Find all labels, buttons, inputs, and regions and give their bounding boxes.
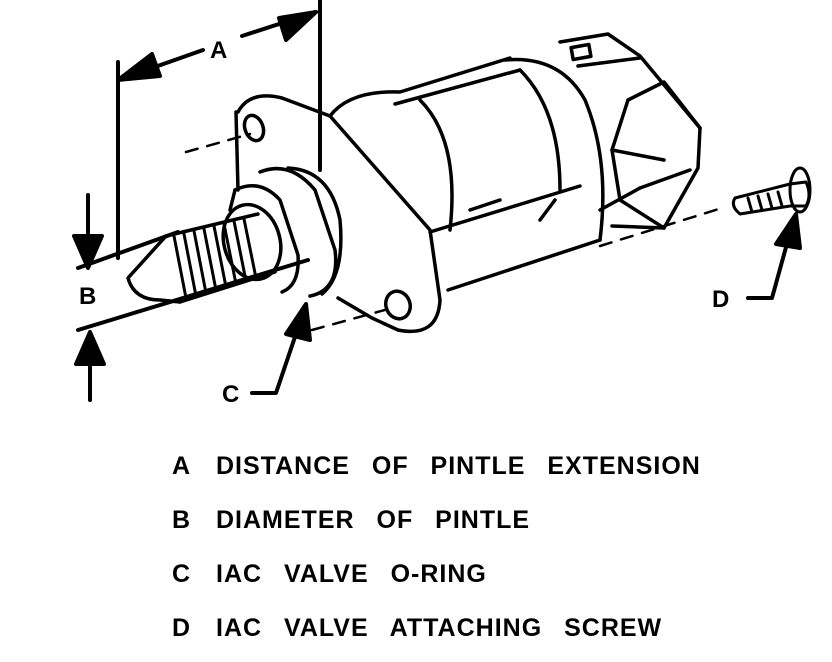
leader-d [746,212,802,300]
dimension-b [72,193,310,402]
callout-a: A [210,37,227,64]
legend-text: IAC VALVE O-RING [216,560,487,588]
pintle-spring [172,217,258,300]
legend-item-b: B DIAMETER OF PINTLE [172,500,812,554]
legend-item-d: D IAC VALVE ATTACHING SCREW [172,608,812,662]
center-lines [184,132,724,332]
legend-letter: A [172,452,192,480]
iac-valve-diagram: A B C D [72,0,812,408]
legend-text: DIAMETER OF PINTLE [216,506,531,534]
legend-text: IAC VALVE ATTACHING SCREW [216,614,663,642]
callout-d: D [712,286,729,313]
legend: A DISTANCE OF PINTLE EXTENSION B DIAMETER … [172,446,812,662]
callout-b: B [79,283,96,310]
legend-item-c: C IAC VALVE O-RING [172,554,812,608]
legend-letter: D [172,614,192,642]
leader-c [250,302,312,395]
attaching-screw [731,166,812,216]
iac-valve-body [126,32,702,334]
dimension-a [116,0,322,260]
legend-text: DISTANCE OF PINTLE EXTENSION [216,452,701,480]
legend-letter: C [172,560,192,588]
callout-c: C [222,381,239,408]
legend-letter: B [172,506,192,534]
legend-item-a: A DISTANCE OF PINTLE EXTENSION [172,446,812,500]
